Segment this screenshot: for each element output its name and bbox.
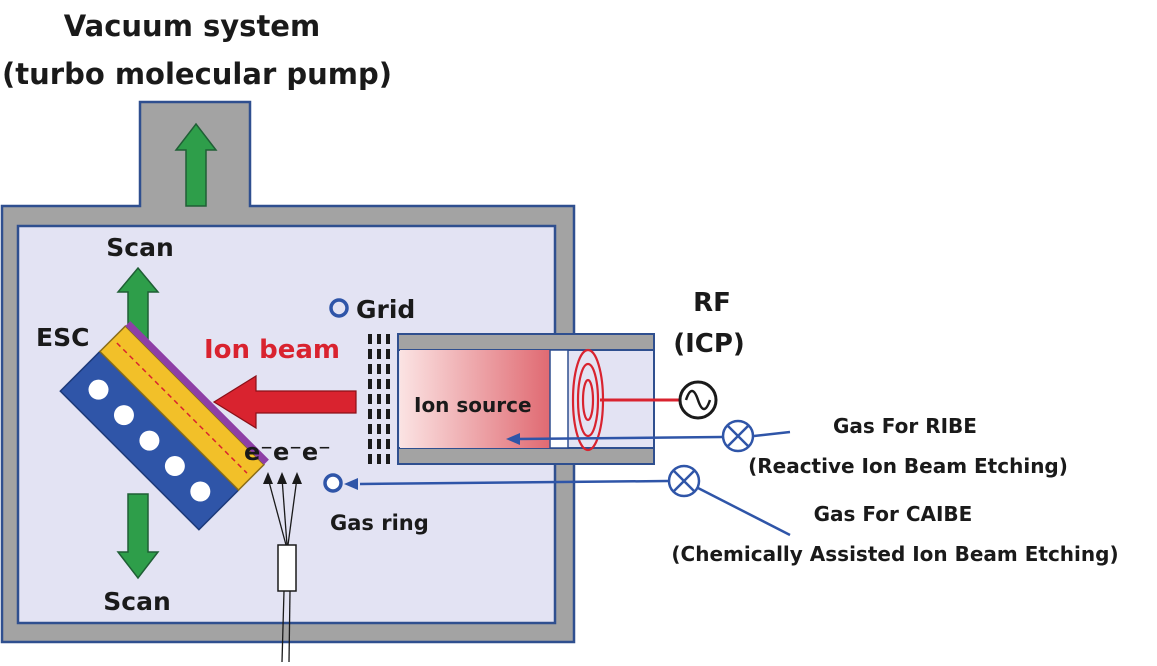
grid-marker-icon <box>329 298 349 318</box>
gas-caibe-full-label: (Chemically Assisted Ion Beam Etching) <box>671 542 1118 566</box>
vacuum-system-subtitle: (turbo molecular pump) <box>2 57 392 91</box>
grid-label: Grid <box>356 295 415 324</box>
electron-arrow-icon <box>292 472 302 484</box>
electron-arrow-icon <box>263 472 273 484</box>
ion-source-label: Ion source <box>414 393 532 417</box>
rf-label: RF <box>693 288 731 318</box>
electron-arrow-icon <box>277 472 287 484</box>
source-window <box>549 349 569 449</box>
rf-coil-icon <box>571 348 605 452</box>
electrons-label: e⁻e⁻e⁻ <box>244 438 331 466</box>
chuck-hole <box>88 379 109 400</box>
gas-ring-label: Gas ring <box>330 511 429 535</box>
ion-beam-arrow <box>212 374 357 430</box>
pump-exhaust-arrow <box>174 122 218 207</box>
wafer-film <box>125 321 269 465</box>
chuck-hole <box>139 430 160 451</box>
neutralizer <box>263 472 302 663</box>
icp-label: (ICP) <box>673 329 745 359</box>
ribe-gas-line <box>506 419 791 453</box>
plasma-region <box>400 350 550 448</box>
gas-ribe-label: Gas For RIBE <box>833 414 977 438</box>
gas-caibe-label: Gas For CAIBE <box>814 502 973 526</box>
sine-wave-icon <box>684 389 712 411</box>
gas-ring-icon <box>323 473 343 493</box>
ion-beam-label: Ion beam <box>204 335 340 365</box>
extraction-grid <box>368 334 390 466</box>
wafer-centerline <box>116 342 248 474</box>
chuck-hole <box>164 456 185 477</box>
esc-label: ESC <box>36 323 89 352</box>
gas-ribe-full-label: (Reactive Ion Beam Etching) <box>748 454 1068 478</box>
neutralizer-filament <box>277 544 297 592</box>
scan-top-label: Scan <box>106 233 174 262</box>
electrostatic-chuck <box>59 321 269 531</box>
chuck-hole <box>113 405 134 426</box>
vacuum-system-title: Vacuum system <box>64 9 320 43</box>
chuck-hole <box>190 481 211 502</box>
scan-down-arrow <box>116 493 160 580</box>
caibe-gas-line <box>344 464 791 537</box>
scan-bottom-label: Scan <box>103 587 171 616</box>
